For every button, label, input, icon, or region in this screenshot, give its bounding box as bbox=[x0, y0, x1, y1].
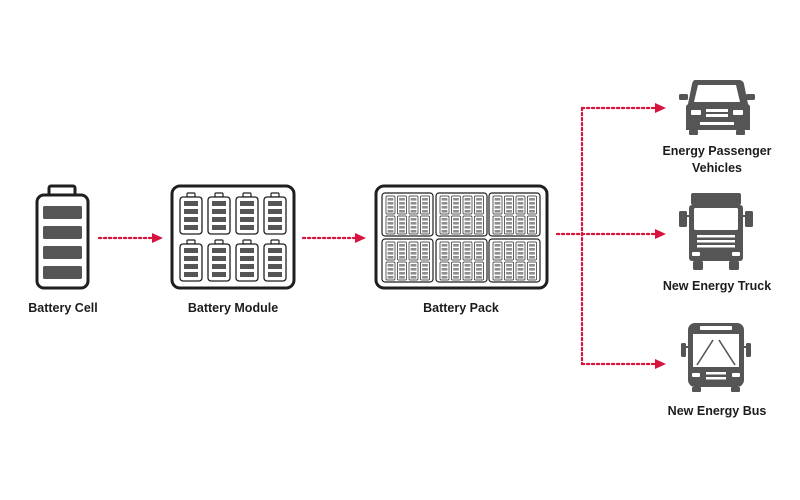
module-mini-cell bbox=[179, 239, 203, 282]
energy-bus-label: New Energy Bus bbox=[667, 404, 767, 418]
pack-mini-module bbox=[381, 238, 434, 283]
module-mini-cell bbox=[263, 239, 287, 282]
arrowhead-truck bbox=[655, 229, 666, 239]
battery-cell-icon bbox=[35, 184, 90, 290]
battery-cell-label: Battery Cell bbox=[28, 301, 98, 315]
pack-mini-module bbox=[488, 192, 541, 237]
battery-pack-icon bbox=[374, 184, 549, 290]
truck-icon bbox=[679, 193, 753, 270]
pack-module-grid bbox=[381, 192, 541, 283]
arrowhead-pack bbox=[355, 233, 366, 243]
module-mini-cell bbox=[207, 192, 231, 235]
module-mini-cell bbox=[235, 239, 259, 282]
pack-mini-module bbox=[435, 192, 488, 237]
module-mini-cell bbox=[263, 192, 287, 235]
battery-module-icon bbox=[170, 184, 296, 290]
car-icon bbox=[679, 80, 755, 135]
battery-module-label: Battery Module bbox=[187, 301, 279, 315]
energy-truck-label: New Energy Truck bbox=[662, 279, 772, 293]
pack-mini-module bbox=[381, 192, 434, 237]
module-mini-cell bbox=[235, 192, 259, 235]
flow-arrows bbox=[97, 103, 666, 369]
passenger-vehicles-label-line2: Vehicles bbox=[691, 161, 743, 175]
passenger-vehicles-label-line1: Energy Passenger bbox=[662, 144, 772, 158]
arrowhead-passenger bbox=[655, 103, 666, 113]
pack-mini-module bbox=[435, 238, 488, 283]
module-mini-cell bbox=[207, 239, 231, 282]
passenger-vehicles-label: Energy Passenger Vehicles bbox=[662, 143, 771, 177]
arrowhead-module bbox=[152, 233, 163, 243]
arrowhead-bus bbox=[655, 359, 666, 369]
module-mini-cell bbox=[179, 192, 203, 235]
battery-pack-label: Battery Pack bbox=[423, 301, 499, 315]
bus-icon bbox=[681, 323, 751, 392]
pack-mini-module bbox=[488, 238, 541, 283]
module-cell-grid bbox=[179, 192, 287, 282]
